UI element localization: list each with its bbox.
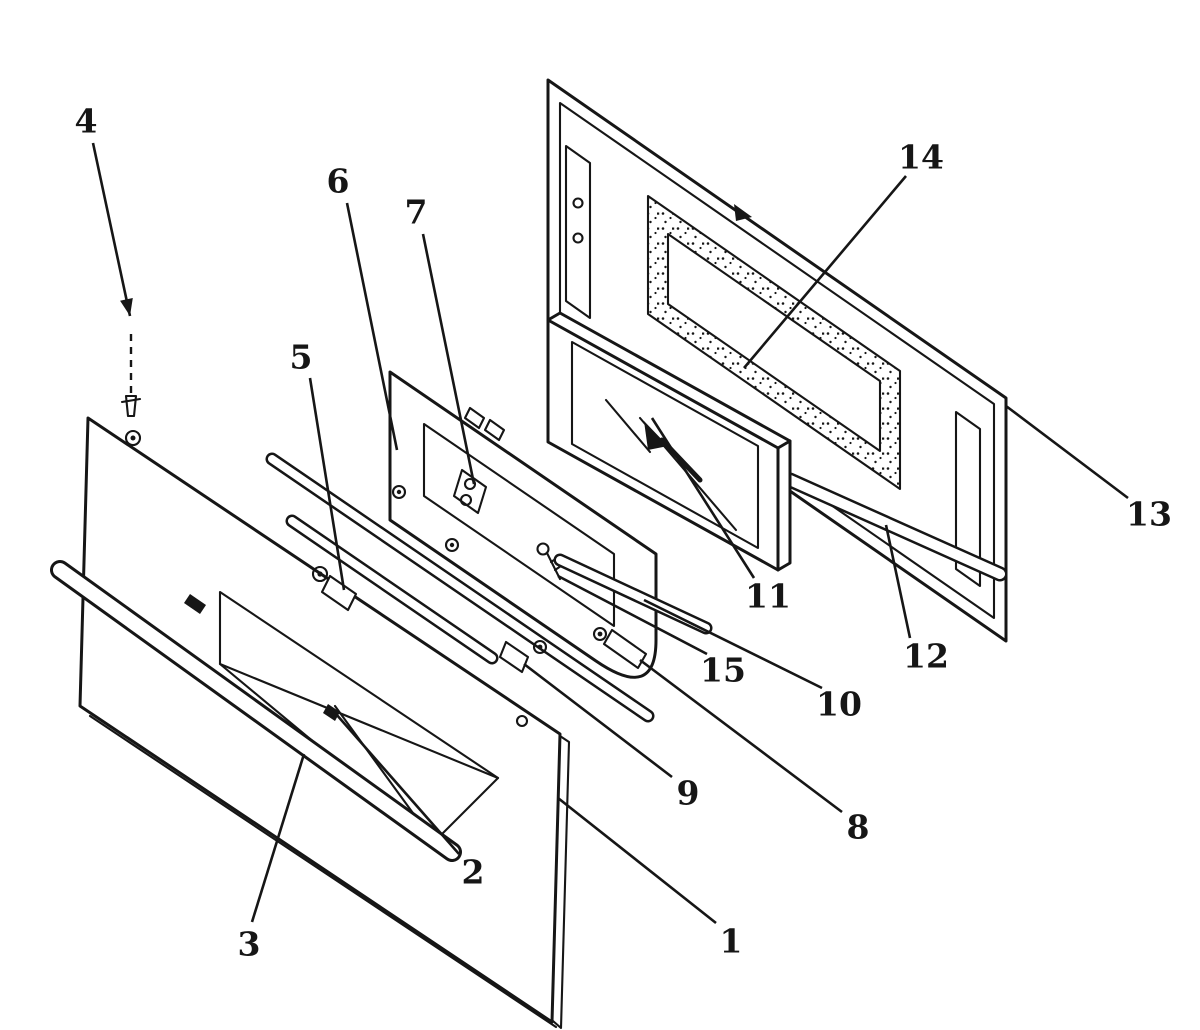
panel-screw bbox=[444, 537, 460, 553]
window-fold-line bbox=[218, 662, 500, 780]
part-label-15: 15 bbox=[557, 574, 746, 690]
top-clip bbox=[483, 418, 506, 442]
part-number-4: 4 bbox=[75, 102, 98, 141]
glass-arrow-shaft bbox=[659, 437, 703, 483]
rear-door-panel bbox=[546, 78, 1008, 643]
hinge-bracket bbox=[452, 468, 488, 515]
pin-rod-part-10 bbox=[553, 553, 713, 635]
screw-tick bbox=[120, 397, 142, 404]
screw-part-15 bbox=[536, 542, 563, 581]
part-number-12: 12 bbox=[903, 637, 949, 676]
panel-screw bbox=[391, 484, 407, 500]
leader-line-7 bbox=[421, 233, 476, 485]
part-label-1: 1 bbox=[557, 796, 743, 961]
leader-line-1 bbox=[557, 796, 717, 925]
part-number-14: 14 bbox=[898, 138, 944, 177]
part-label-12: 12 bbox=[884, 524, 949, 676]
handle-bar bbox=[50, 560, 462, 862]
leader-line-9 bbox=[523, 662, 673, 779]
part-label-7: 7 bbox=[405, 193, 476, 485]
clip-part-9 bbox=[498, 639, 548, 674]
fasteners bbox=[498, 542, 713, 674]
part-number-8: 8 bbox=[847, 808, 870, 847]
slot-hole bbox=[572, 232, 584, 244]
leader-line-3 bbox=[250, 753, 306, 923]
support-rod bbox=[782, 472, 1008, 582]
inner-mounting-panel bbox=[388, 370, 658, 679]
slide-rails bbox=[265, 452, 655, 723]
part-label-4: 4 bbox=[75, 102, 133, 317]
leader-line-10 bbox=[643, 598, 823, 690]
clip-part-8 bbox=[592, 626, 648, 670]
leader-line-8 bbox=[639, 658, 843, 814]
part-label-9: 9 bbox=[523, 662, 700, 813]
leader-line-15 bbox=[557, 574, 708, 656]
window-glass-frame bbox=[546, 311, 792, 572]
panel-screw-center bbox=[449, 542, 455, 548]
leader-line-2 bbox=[335, 713, 460, 855]
inner-panel-cutout bbox=[422, 422, 616, 628]
part-number-1: 1 bbox=[720, 922, 743, 961]
part-number-11: 11 bbox=[745, 577, 791, 616]
glass-reflection-line bbox=[604, 398, 652, 454]
window-gasket-texture bbox=[648, 196, 900, 489]
inner-panel-outline bbox=[388, 370, 658, 679]
panel-screw-center bbox=[396, 489, 402, 495]
frame-face-edges bbox=[546, 318, 792, 572]
part-number-6: 6 bbox=[327, 162, 350, 201]
top-clip bbox=[463, 406, 486, 430]
rear-panel-right-slot bbox=[954, 410, 982, 588]
panel-hole bbox=[515, 714, 529, 728]
leader-line-6 bbox=[345, 202, 399, 451]
part-label-6: 6 bbox=[327, 162, 399, 451]
part-label-13: 13 bbox=[1005, 404, 1172, 534]
screw-hole bbox=[124, 429, 142, 447]
screw-body bbox=[124, 394, 138, 418]
front-panel-thickness bbox=[551, 734, 571, 1030]
part-number-3: 3 bbox=[238, 925, 261, 964]
rear-panel-inner-border bbox=[558, 101, 996, 620]
window-cutout-outer bbox=[646, 194, 902, 491]
part-number-5: 5 bbox=[290, 338, 313, 377]
part-number-2: 2 bbox=[462, 853, 485, 892]
slot-hole bbox=[572, 197, 584, 209]
mount-block bbox=[184, 594, 206, 614]
part-label-14: 14 bbox=[743, 138, 944, 369]
leader-line-5 bbox=[308, 377, 346, 591]
part-label-11: 11 bbox=[650, 417, 791, 616]
part-label-2: 2 bbox=[335, 713, 485, 892]
front-panel-outline bbox=[78, 416, 562, 1024]
leader-line-11 bbox=[650, 417, 756, 579]
edge-notch bbox=[734, 204, 752, 221]
part-label-3: 3 bbox=[238, 753, 306, 964]
mounting-screw-part-4 bbox=[120, 334, 142, 418]
screw-hole-center bbox=[130, 435, 136, 441]
window-screw-block bbox=[323, 704, 340, 721]
leader-line-14 bbox=[743, 175, 907, 369]
rear-panel-left-slot bbox=[564, 144, 592, 320]
part-number-15: 15 bbox=[700, 651, 746, 690]
window-cutout-inner bbox=[666, 232, 882, 453]
part-label-10: 10 bbox=[643, 598, 862, 724]
part-number-9: 9 bbox=[677, 774, 700, 813]
front-panel-bottom-thickness bbox=[88, 714, 558, 1029]
part-number-13: 13 bbox=[1126, 495, 1172, 534]
leader-line-4 bbox=[91, 142, 132, 317]
rail-bracket-part-5 bbox=[311, 565, 358, 612]
leader-line-12 bbox=[884, 524, 912, 639]
leader-line-13 bbox=[1005, 404, 1129, 500]
part-label-5: 5 bbox=[290, 338, 346, 591]
part-number-10: 10 bbox=[816, 685, 862, 724]
leader-arrowhead-4 bbox=[120, 298, 133, 316]
part-number-7: 7 bbox=[405, 193, 428, 232]
front-door-panel bbox=[78, 416, 571, 1030]
glass-arrow-head bbox=[644, 421, 668, 450]
part-label-8: 8 bbox=[639, 658, 870, 847]
